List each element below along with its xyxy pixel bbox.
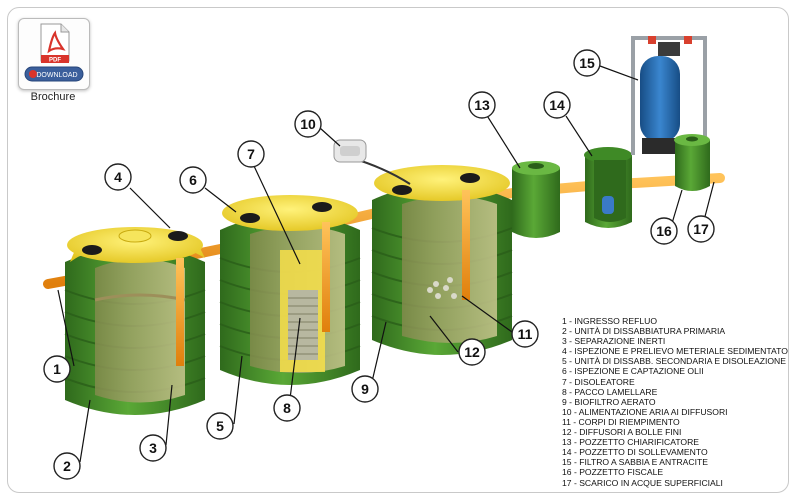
svg-text:9: 9: [361, 381, 369, 397]
legend-item: 10 - ALIMENTAZIONE ARIA AI DIFFUSORI: [562, 406, 728, 417]
callout-9: 9: [351, 375, 379, 403]
legend-item: 16 - POZZETTO FISCALE: [562, 467, 664, 478]
brochure-label[interactable]: Brochure: [30, 91, 76, 103]
callout-10: 10: [294, 110, 322, 138]
legend-item: 11 - CORPI DI RIEMPIMENTO: [562, 416, 680, 427]
svg-text:8: 8: [283, 400, 291, 416]
callouts: 1 2 3 4 5 6 7 8 9 10 11 12 13 14 15 16 1…: [43, 49, 715, 480]
callout-8: 8: [273, 394, 301, 422]
pdf-download-icon: PDF DOWNLOAD: [24, 23, 84, 82]
legend-item: 9 - BIOFILTRO AERATO: [562, 396, 656, 407]
legend-item: 8 - PACCO LAMELLARE: [562, 386, 658, 397]
legend-item: 2 - UNITÀ DI DISSABBIATURA PRIMARIA: [562, 326, 726, 337]
brochure-download-button[interactable]: PDF DOWNLOAD: [18, 18, 90, 90]
tank-pozzetto-sollevamento: [584, 147, 632, 228]
callout-leaders: [57, 65, 715, 463]
air-blower: [333, 139, 411, 185]
legend-item: 15 - FILTRO A SABBIA E ANTRACITE: [562, 457, 708, 468]
legend-item: 13 - POZZETTO CHIARIFICATORE: [562, 437, 700, 448]
svg-text:11: 11: [518, 326, 533, 342]
svg-text:3: 3: [149, 440, 157, 456]
legend-item: 4 - ISPEZIONE E PRELIEVO METERIALE SEDIM…: [562, 346, 788, 357]
callout-4: 4: [104, 163, 132, 191]
legend-item: 5 - UNITÀ DI DISSABB. SECONDARIA E DISOL…: [562, 356, 786, 367]
callout-14: 14: [543, 91, 571, 119]
tank-pozzetto-fiscale: [674, 134, 710, 191]
svg-text:12: 12: [464, 344, 480, 360]
svg-text:5: 5: [216, 418, 224, 434]
legend-item: 17 - SCARICO IN ACQUE SUPERFICIALI: [562, 477, 723, 488]
legend-item: 14 - POZZETTO DI SOLLEVAMENTO: [562, 447, 708, 458]
legend: 1 - INGRESSO REFLUO 2 - UNITÀ DI DISSABB…: [562, 316, 792, 488]
svg-text:2: 2: [63, 458, 71, 474]
callout-7: 7: [237, 140, 265, 168]
callout-12: 12: [458, 338, 486, 366]
callout-1: 1: [43, 355, 71, 383]
legend-item: 6 - ISPEZIONE E CAPTAZIONE OLII: [562, 366, 704, 377]
callout-2: 2: [53, 452, 81, 480]
svg-text:4: 4: [114, 169, 122, 185]
svg-text:14: 14: [549, 97, 565, 113]
svg-text:DOWNLOAD: DOWNLOAD: [36, 72, 77, 79]
svg-text:16: 16: [656, 223, 672, 239]
svg-text:13: 13: [474, 97, 490, 113]
callout-11: 11: [511, 320, 539, 348]
svg-text:1: 1: [53, 361, 61, 377]
callout-5: 5: [206, 412, 234, 440]
tank-biofiltro: [371, 165, 513, 355]
callout-15: 15: [573, 49, 601, 77]
sand-filter: [631, 36, 707, 155]
tank-primary-dissabbiatura: [64, 227, 206, 415]
tank-pozzetto-chiarificatore: [512, 161, 560, 238]
callout-16: 16: [650, 217, 678, 245]
svg-text:7: 7: [247, 146, 255, 162]
legend-item: 7 - DISOLEATORE: [562, 376, 635, 387]
legend-item: 12 - DIFFUSORI A BOLLE FINI: [562, 427, 682, 438]
callout-17: 17: [687, 215, 715, 243]
callout-3: 3: [139, 434, 167, 462]
legend-item: 3 - SEPARAZIONE INERTI: [562, 336, 666, 347]
svg-text:15: 15: [579, 55, 595, 71]
svg-text:PDF: PDF: [49, 58, 61, 64]
svg-text:6: 6: [189, 172, 197, 188]
tank-disoleatore: [219, 195, 361, 385]
callout-6: 6: [179, 166, 207, 194]
svg-text:17: 17: [693, 221, 709, 237]
legend-item: 1 - INGRESSO REFLUO: [562, 316, 658, 326]
svg-text:10: 10: [300, 116, 316, 132]
callout-13: 13: [468, 91, 496, 119]
